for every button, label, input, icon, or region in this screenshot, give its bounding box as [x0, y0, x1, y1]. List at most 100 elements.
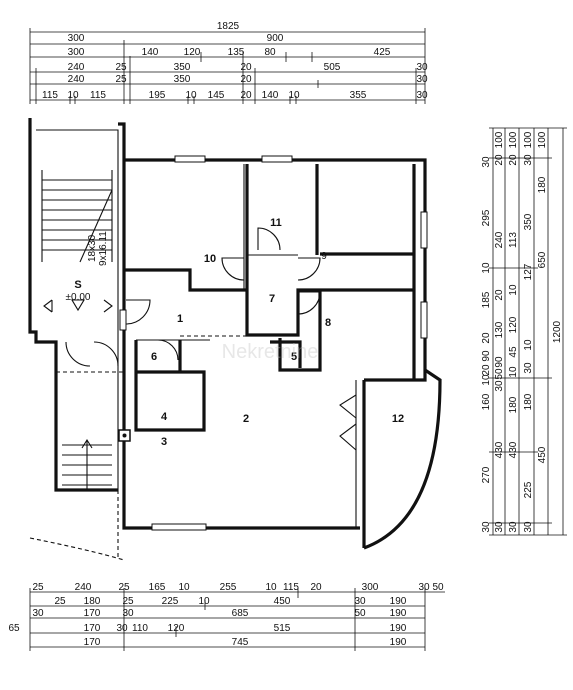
- dim-bottom: 300: [362, 582, 379, 593]
- dim-bottom: 25: [118, 582, 130, 593]
- room-label-3: 3: [161, 436, 167, 448]
- dim-right: 100: [537, 131, 548, 148]
- room-label-6: 6: [151, 351, 157, 363]
- dim-bottom: 240: [75, 582, 92, 593]
- dim-bottom: 225: [162, 596, 179, 607]
- level-marker: 9: [321, 251, 327, 262]
- dim-right: 30: [494, 380, 505, 392]
- dim-bottom: 30: [122, 608, 134, 619]
- dim-bottom: 30: [418, 582, 430, 593]
- dim-top: 195: [149, 90, 166, 101]
- dim-top: 20: [240, 90, 252, 101]
- dim-right: 45: [508, 346, 519, 358]
- dim-right: 30: [523, 154, 534, 166]
- dim-bottom: 255: [220, 582, 237, 593]
- dim-right: 30: [508, 521, 519, 533]
- dim-top: 10: [185, 90, 197, 101]
- dim-bottom: 745: [232, 637, 249, 648]
- dim-bottom: 170: [84, 608, 101, 619]
- dim-top: 115: [42, 90, 58, 101]
- dim-bottom: 190: [390, 596, 407, 607]
- dim-right: 10: [508, 284, 519, 296]
- dim-top: 140: [142, 47, 159, 58]
- dim-top: 80: [264, 47, 276, 58]
- room-label-11: 11: [270, 217, 282, 229]
- dim-right: 650: [537, 251, 548, 268]
- dim-right: 10: [481, 374, 492, 386]
- dim-bottom: 190: [390, 637, 407, 648]
- dim-right: 20: [481, 332, 492, 344]
- dim-right: 130: [494, 321, 505, 338]
- dim-right: 30: [481, 156, 492, 168]
- dim-right: 20: [481, 364, 492, 376]
- dim-top: 10: [67, 90, 79, 101]
- dim-top: 300: [68, 47, 85, 58]
- dim-top: 135: [228, 47, 245, 58]
- room-label-7: 7: [269, 293, 275, 305]
- stair-spec: 9x16.11: [98, 231, 109, 266]
- dim-right: 295: [481, 209, 492, 226]
- dim-right: 30: [494, 521, 505, 533]
- right-dimension-lines: 30 295 10 185 20 90 20 10 160 270 30 100…: [481, 127, 567, 536]
- dim-top: 120: [184, 47, 201, 58]
- dim-bottom: 120: [168, 623, 185, 634]
- dim-bottom: 190: [390, 608, 407, 619]
- stair-label: S: [74, 279, 81, 291]
- dim-top: 350: [174, 62, 191, 73]
- dim-bottom: 25: [54, 596, 66, 607]
- dim-right: 225: [523, 481, 534, 498]
- dim-right: 20: [494, 154, 505, 166]
- dim-top: 505: [324, 62, 341, 73]
- stair-level: ±0.00: [66, 292, 91, 303]
- dim-right: 160: [481, 393, 492, 410]
- dim-bottom: 25: [32, 582, 44, 593]
- dim-right: 240: [494, 231, 505, 248]
- bottom-dimension-lines: 25 240 25 165 10 255 10 115 20 300 30 50…: [8, 582, 445, 651]
- dim-bottom: 685: [232, 608, 249, 619]
- dim-right: 100: [508, 131, 519, 148]
- watermark: Nekretnine: [222, 341, 319, 363]
- top-dimension-lines: 1825 300 900 300 140 120 135 80 425 240 …: [29, 21, 428, 104]
- dim-right: 430: [494, 441, 505, 458]
- dim-right: 127: [523, 263, 534, 280]
- dim-top: 350: [174, 74, 191, 85]
- dim-right: 90: [481, 350, 492, 362]
- dim-right: 20: [508, 154, 519, 166]
- stair-spec: 18x30: [87, 234, 98, 262]
- dim-top: 240: [68, 74, 85, 85]
- dim-top: 30: [416, 90, 428, 101]
- dim-bottom: 170: [84, 637, 101, 648]
- dim-right: 100: [494, 131, 505, 148]
- doors: [29, 227, 357, 561]
- dim-bottom: 180: [84, 596, 101, 607]
- dim-right: 1200: [552, 320, 563, 343]
- dim-top: 30: [416, 74, 428, 85]
- dim-right: 350: [523, 213, 534, 230]
- dim-bottom: 50: [432, 582, 444, 593]
- dim-top: 20: [240, 62, 252, 73]
- dim-bottom: 115: [283, 582, 299, 593]
- dim-top-total: 1825: [217, 21, 240, 32]
- room-label-10: 10: [204, 253, 216, 265]
- stairs: [41, 170, 113, 490]
- dim-bottom: 65: [8, 623, 20, 634]
- dim-bottom: 165: [149, 582, 166, 593]
- dim-top: 30: [416, 62, 428, 73]
- dim-bottom: 50: [354, 608, 366, 619]
- dim-bottom: 450: [274, 596, 291, 607]
- dim-top: 115: [90, 90, 106, 101]
- dim-right: 450: [537, 446, 548, 463]
- dim-bottom: 170: [84, 623, 101, 634]
- dim-bottom: 110: [132, 623, 148, 634]
- dim-top: 20: [240, 74, 252, 85]
- dim-top: 240: [68, 62, 85, 73]
- dim-top: 425: [374, 47, 391, 58]
- room-label-2: 2: [243, 413, 249, 425]
- dim-right: 30: [523, 362, 534, 374]
- dim-bottom: 10: [198, 596, 210, 607]
- building-walls: [28, 118, 442, 550]
- room-label-5: 5: [291, 351, 297, 363]
- dim-right: 180: [523, 393, 534, 410]
- room-label-4: 4: [161, 411, 168, 423]
- dim-bottom: 30: [32, 608, 44, 619]
